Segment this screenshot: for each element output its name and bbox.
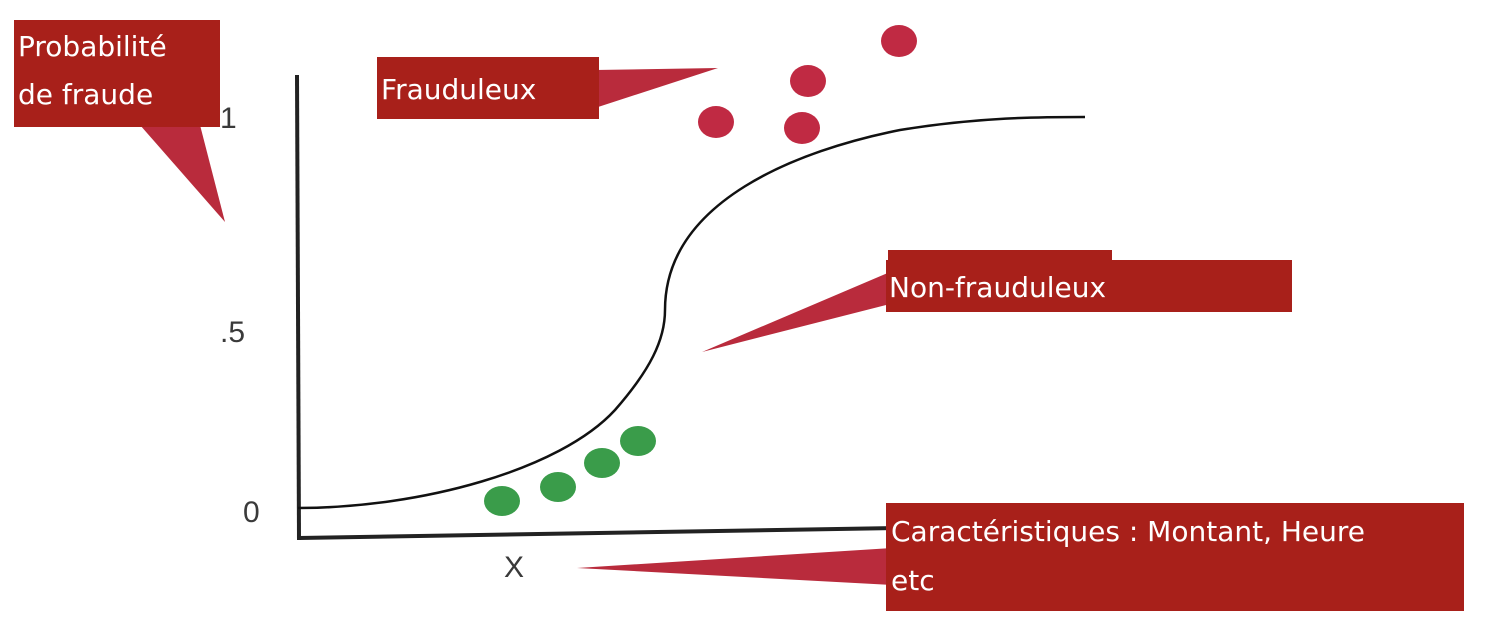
nonfraud-callout: Non-frauduleux bbox=[886, 250, 1292, 312]
nonfraud-callout-box bbox=[886, 260, 1292, 312]
y-tick-0: 0 bbox=[243, 496, 260, 529]
nonfraud-points bbox=[484, 426, 656, 516]
x-axis bbox=[298, 526, 896, 540]
nonfraud-label-pointer bbox=[702, 272, 890, 352]
x-axis-callout-line-2: etc bbox=[891, 564, 935, 597]
x-label-pointer bbox=[577, 548, 892, 585]
fraud-points bbox=[698, 25, 917, 144]
fraud-point bbox=[784, 112, 820, 144]
nonfraud-point bbox=[620, 426, 656, 456]
fraud-callout-text: Frauduleux bbox=[381, 73, 536, 106]
y-tick-1: 1 bbox=[220, 102, 237, 135]
fraud-point bbox=[698, 106, 734, 138]
y-label-pointer bbox=[140, 125, 225, 222]
x-axis-name: X bbox=[504, 551, 524, 584]
x-axis-callout: Caractéristiques : Montant, Heure etc bbox=[886, 503, 1464, 611]
y-axis bbox=[295, 74, 301, 541]
x-axis-callout-line-1: Caractéristiques : Montant, Heure bbox=[891, 515, 1365, 548]
nonfraud-point bbox=[584, 448, 620, 478]
y-tick-half: .5 bbox=[220, 316, 245, 349]
y-axis-callout-box bbox=[14, 20, 220, 127]
fraud-label-pointer bbox=[595, 68, 718, 108]
fraud-callout-box bbox=[377, 57, 599, 119]
nonfraud-callout-text: Non-frauduleux bbox=[889, 271, 1106, 304]
y-axis-callout-line-1: Probabilité bbox=[18, 30, 167, 63]
fraud-point bbox=[881, 25, 917, 57]
x-axis-callout-box bbox=[886, 503, 1464, 611]
fraud-point bbox=[790, 65, 826, 97]
fraud-callout: Frauduleux bbox=[377, 57, 599, 119]
logistic-curve bbox=[297, 115, 1086, 510]
y-axis-callout-line-2: de fraude bbox=[18, 78, 153, 111]
y-axis-callout: Probabilité de fraude bbox=[14, 20, 220, 127]
nonfraud-point bbox=[484, 486, 520, 516]
nonfraud-point bbox=[540, 472, 576, 502]
